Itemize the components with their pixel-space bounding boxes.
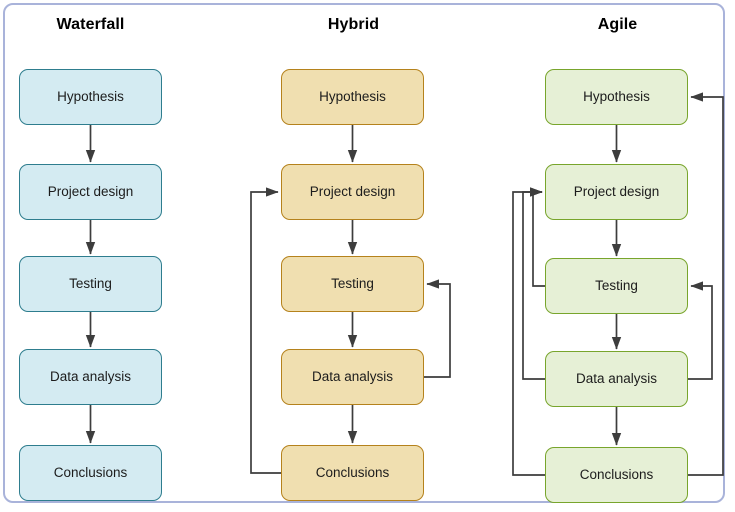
node-agile-data-analysis[interactable]: Data analysis [545,351,688,407]
node-label: Project design [47,183,134,199]
node-agile-project-design[interactable]: Project design [545,164,688,220]
node-waterfall-project-design[interactable]: Project design [19,164,162,220]
node-label: Data analysis [575,370,658,386]
column-title-agile: Agile [597,16,638,33]
node-label: Conclusions [579,466,654,482]
column-title-waterfall: Waterfall [56,16,125,33]
node-hybrid-data-analysis[interactable]: Data analysis [281,349,424,405]
column-title-hybrid: Hybrid [327,16,380,33]
node-label: Hypothesis [57,88,124,104]
node-waterfall-data-analysis[interactable]: Data analysis [19,349,162,405]
node-label: Project design [309,183,396,199]
node-hybrid-hypothesis[interactable]: Hypothesis [281,69,424,125]
node-hybrid-testing[interactable]: Testing [281,256,424,312]
node-label: Conclusions [315,464,390,480]
node-hybrid-conclusions[interactable]: Conclusions [281,445,424,501]
node-label: Data analysis [49,368,132,384]
node-agile-conclusions[interactable]: Conclusions [545,447,688,503]
node-waterfall-hypothesis[interactable]: Hypothesis [19,69,162,125]
node-label: Testing [595,277,638,293]
node-label: Conclusions [53,464,128,480]
node-label: Testing [331,275,374,291]
node-label: Project design [573,183,660,199]
node-hybrid-project-design[interactable]: Project design [281,164,424,220]
node-waterfall-conclusions[interactable]: Conclusions [19,445,162,501]
node-label: Hypothesis [319,88,386,104]
node-label: Testing [69,275,112,291]
node-agile-testing[interactable]: Testing [545,258,688,314]
node-waterfall-testing[interactable]: Testing [19,256,162,312]
node-agile-hypothesis[interactable]: Hypothesis [545,69,688,125]
node-label: Data analysis [311,368,394,384]
node-label: Hypothesis [583,88,650,104]
